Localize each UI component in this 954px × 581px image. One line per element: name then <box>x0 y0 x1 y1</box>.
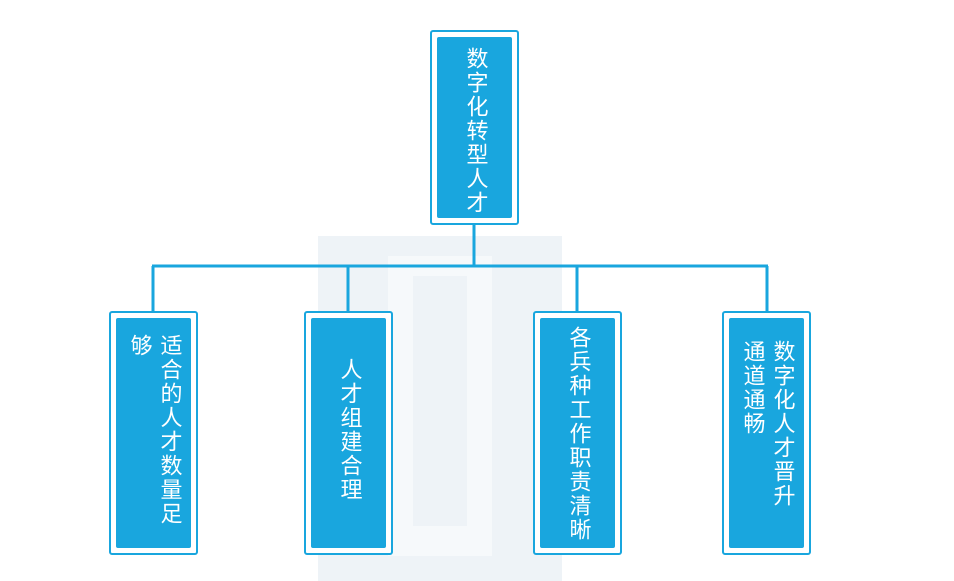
root-node: 数字化转型人才 <box>430 30 519 225</box>
root-node-fill: 数字化转型人才 <box>437 37 512 218</box>
child-node-4-label: 数字化人才晋升 通道通畅 <box>739 340 795 508</box>
child-node-3: 各兵种工作职责清晰 <box>533 311 622 555</box>
child-node-2-fill: 人才组建合理 <box>311 318 386 548</box>
child-node-4: 数字化人才晋升 通道通畅 <box>722 311 811 555</box>
child-node-1-fill: 适合的人才数量足够 <box>116 318 191 548</box>
child-node-3-fill: 各兵种工作职责清晰 <box>540 318 615 548</box>
child-node-3-label: 各兵种工作职责清晰 <box>565 326 591 542</box>
root-node-label: 数字化转型人才 <box>462 47 488 215</box>
child-node-2: 人才组建合理 <box>304 311 393 555</box>
child-node-4-fill: 数字化人才晋升 通道通畅 <box>729 318 804 548</box>
child-node-2-label: 人才组建合理 <box>336 358 362 502</box>
child-node-1-label: 适合的人才数量足够 <box>126 334 182 526</box>
child-node-1: 适合的人才数量足够 <box>109 311 198 555</box>
